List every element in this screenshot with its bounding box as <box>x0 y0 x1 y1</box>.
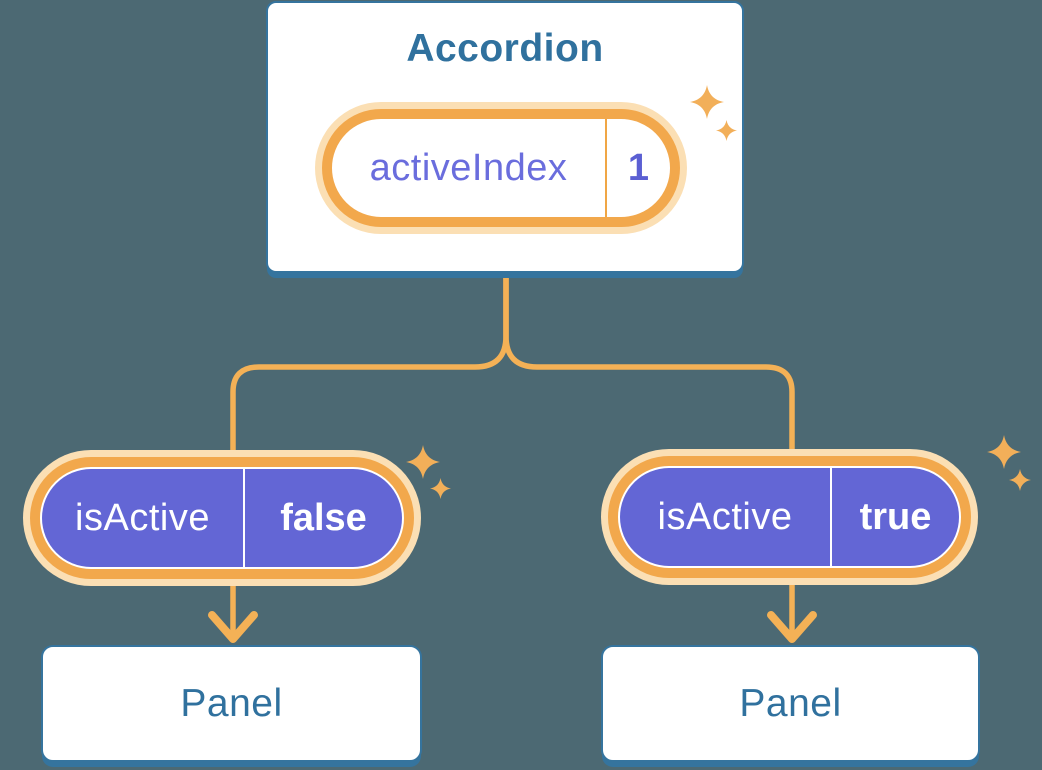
prop-value: false <box>280 496 367 539</box>
prop-pill-right: isActive true <box>601 449 978 585</box>
panel-title: Panel <box>180 681 283 725</box>
state-pill: activeIndex 1 <box>315 102 687 234</box>
pill-divider <box>830 468 832 566</box>
sparkle-icon <box>406 445 440 479</box>
arrow-down-icon <box>767 611 817 643</box>
state-label: activeIndex <box>369 146 568 189</box>
branch-left-line <box>230 271 509 634</box>
sparkle-icon <box>1009 469 1031 491</box>
pill-divider <box>605 119 607 217</box>
prop-label: isActive <box>657 495 793 538</box>
pill-divider <box>243 469 245 567</box>
state-value: 1 <box>627 146 650 189</box>
panel-card-right: Panel <box>601 645 980 762</box>
arrow-down-icon <box>208 611 258 643</box>
panel-title: Panel <box>739 681 842 725</box>
panel-card-left: Panel <box>41 645 422 762</box>
sparkle-icon <box>987 435 1021 469</box>
accordion-card: Accordion activeIndex 1 <box>266 1 744 273</box>
sparkle-icon <box>430 478 451 499</box>
prop-value: true <box>859 495 932 538</box>
prop-pill-ring: isActive false <box>30 457 414 579</box>
prop-pill-ring: isActive true <box>608 456 971 578</box>
sparkle-icon <box>716 120 737 141</box>
prop-pill-left: isActive false <box>23 450 421 586</box>
accordion-title: Accordion <box>406 27 604 70</box>
prop-label: isActive <box>75 496 210 539</box>
state-pill-ring: activeIndex 1 <box>322 109 680 227</box>
branch-right-line <box>503 271 795 634</box>
sparkle-icon <box>690 85 724 119</box>
